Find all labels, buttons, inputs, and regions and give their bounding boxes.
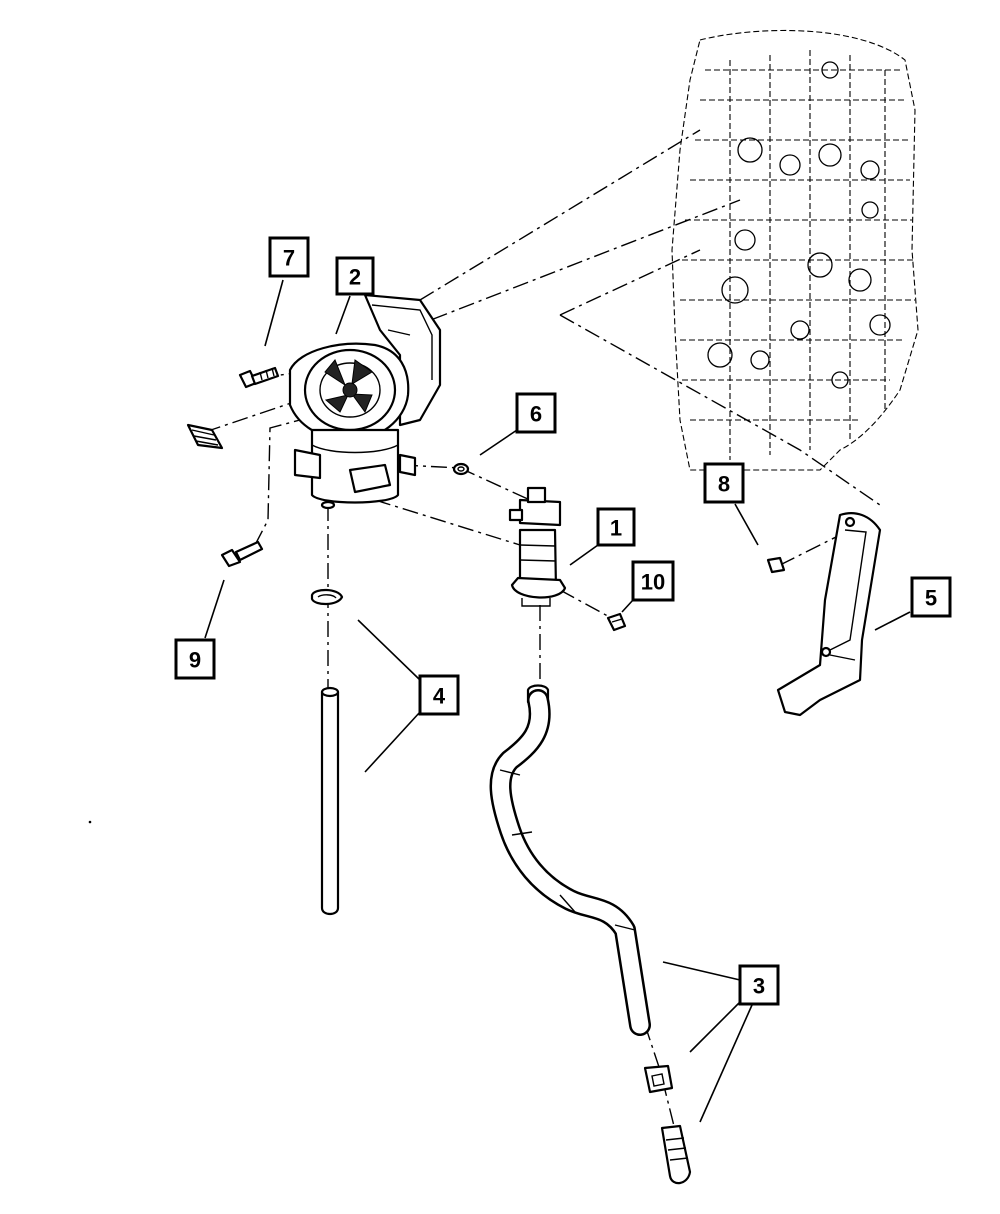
insulator-pad: [186, 423, 224, 450]
stud-9: [220, 540, 264, 568]
bolt-7: [238, 366, 280, 389]
callout-3: 3: [738, 964, 780, 1006]
callout-8: 8: [703, 462, 745, 504]
stray-dot: [88, 820, 92, 824]
fuel-filter-housing: [288, 293, 442, 510]
heat-shield-bracket: [776, 512, 882, 717]
callout-2: 2: [335, 256, 375, 296]
callout-4: 4: [418, 674, 460, 716]
callout-9: 9: [174, 638, 216, 680]
callout-5: 5: [910, 576, 952, 618]
o-ring: [452, 462, 470, 476]
screw-10: [606, 612, 627, 632]
callout-6-label: 6: [530, 402, 542, 427]
callout-6: 6: [515, 392, 557, 434]
callout-1: 1: [596, 507, 636, 547]
hose-clamp: [310, 588, 344, 606]
drain-tube: [320, 686, 340, 916]
bolt-8: [766, 556, 786, 574]
callout-8-label: 8: [718, 472, 730, 497]
callout-5-label: 5: [925, 586, 937, 611]
callout-4-label: 4: [433, 684, 446, 709]
fuel-line: [489, 684, 651, 1036]
fuel-line-fitting: [643, 1064, 674, 1094]
callout-1-label: 1: [610, 516, 622, 541]
callout-3-label: 3: [753, 974, 765, 999]
fuel-heater-sensor: [508, 486, 567, 607]
callout-2-label: 2: [349, 265, 361, 290]
callout-7-label: 7: [283, 246, 295, 271]
callout-10: 10: [631, 560, 675, 602]
engine-block-phantom: [671, 29, 919, 471]
callout-10-label: 10: [641, 570, 665, 595]
leader-lines: [204, 279, 911, 1123]
callout-7: 7: [268, 236, 310, 278]
fuel-line-connector: [660, 1124, 692, 1185]
callout-9-label: 9: [189, 648, 201, 673]
